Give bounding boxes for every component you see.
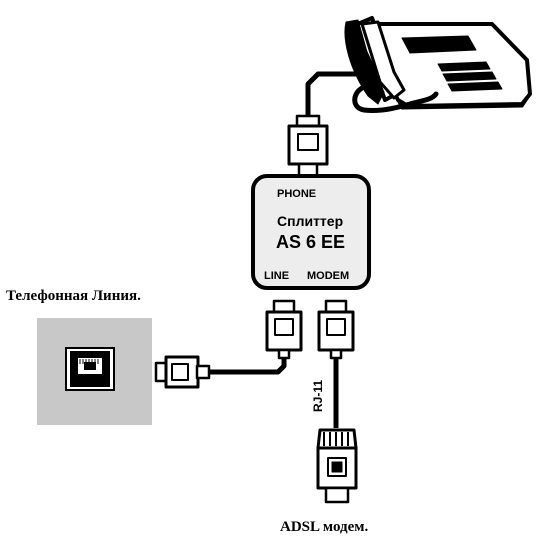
phone-plug-icon [287, 114, 329, 180]
adsl-modem-label: ADSL модем. [280, 519, 368, 535]
telephone-icon [344, 16, 532, 113]
wall-jack-plate [37, 318, 152, 425]
modem-port-plug-icon [317, 299, 355, 360]
rj11-cable-label: RJ-11 [311, 380, 325, 412]
phone-cable [305, 71, 364, 118]
splitter-line-port-label: LINE [264, 270, 289, 282]
phone-line-label: Телефонная Линия. [6, 288, 141, 304]
line-cable [205, 358, 287, 375]
splitter-name: Сплиттер [277, 213, 343, 229]
splitter-modem-port-label: MODEM [307, 270, 349, 282]
splitter-phone-port-label: PHONE [277, 188, 316, 200]
splitter-model: AS 6 EE [276, 232, 345, 252]
splitter-box [251, 174, 371, 290]
wall-plug-icon [154, 355, 211, 389]
modem-plug-icon [316, 428, 358, 504]
line-plug-icon [265, 299, 303, 360]
